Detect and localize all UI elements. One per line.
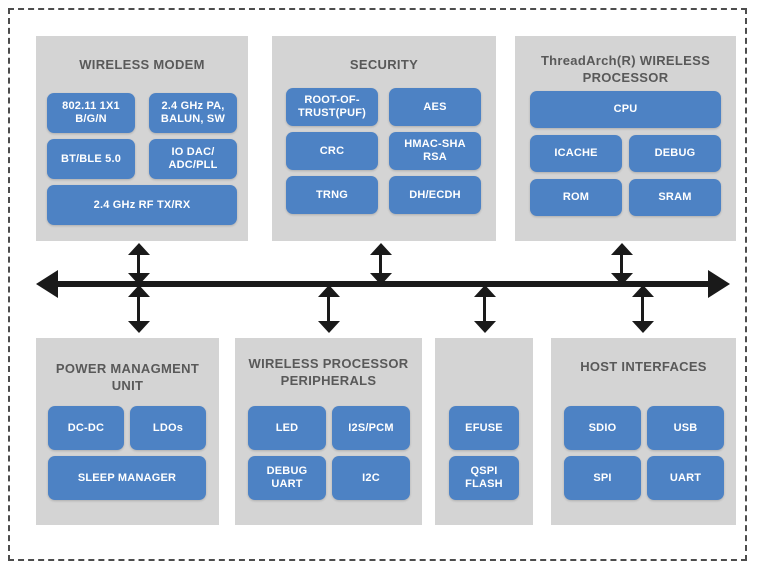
panel-title-wireless-processor-peripherals: WIRELESS PROCESSOR PERIPHERALS bbox=[248, 356, 409, 388]
connector-arrow-security bbox=[370, 243, 392, 285]
block-2-4ghz-pa-balun-sw[interactable]: 2.4 GHz PA, BALUN, SW bbox=[149, 93, 237, 133]
connector-arrow-power-management-unit bbox=[128, 285, 150, 333]
panel-security: SECURITY ROOT-OF-TRUST(PUF) AES CRC HMAC… bbox=[272, 36, 496, 241]
panel-title-wireless-processor: ThreadArch(R) WIRELESS PROCESSOR bbox=[540, 53, 711, 85]
connector-arrow-wireless-processor-peripherals bbox=[318, 285, 340, 333]
connector-arrow-wireless-modem bbox=[128, 243, 150, 285]
block-uart[interactable]: UART bbox=[647, 456, 724, 500]
block-dc-dc[interactable]: DC-DC bbox=[48, 406, 124, 450]
block-hmac-sha-rsa[interactable]: HMAC-SHA RSA bbox=[389, 132, 481, 170]
panel-title-security: SECURITY bbox=[349, 57, 419, 72]
block-cpu[interactable]: CPU bbox=[530, 91, 721, 128]
block-trng[interactable]: TRNG bbox=[286, 176, 378, 214]
connector-arrow-host-interfaces bbox=[632, 285, 654, 333]
panel-power-management-unit: POWER MANAGMENT UNIT DC-DC LDOs SLEEP MA… bbox=[36, 338, 219, 525]
block-icache[interactable]: ICACHE bbox=[530, 135, 622, 172]
panel-host-interfaces: HOST INTERFACES SDIO USB SPI UART bbox=[551, 338, 736, 525]
block-802-11-1x1-bgn[interactable]: 802.11 1X1 B/G/N bbox=[47, 93, 135, 133]
block-ldos[interactable]: LDOs bbox=[130, 406, 206, 450]
block-sleep-manager[interactable]: SLEEP MANAGER bbox=[48, 456, 206, 500]
block-aes[interactable]: AES bbox=[389, 88, 481, 126]
block-debug[interactable]: DEBUG bbox=[629, 135, 721, 172]
panel-wireless-processor: ThreadArch(R) WIRELESS PROCESSOR CPU ICA… bbox=[515, 36, 736, 241]
block-i2s-pcm[interactable]: I2S/PCM bbox=[332, 406, 410, 450]
system-bus-arrow-left bbox=[36, 270, 58, 298]
block-2-4ghz-rf-tx-rx[interactable]: 2.4 GHz RF TX/RX bbox=[47, 185, 237, 225]
system-bus-arrow-right bbox=[708, 270, 730, 298]
block-debug-uart[interactable]: DEBUG UART bbox=[248, 456, 326, 500]
panel-wireless-modem: WIRELESS MODEM 802.11 1X1 B/G/N 2.4 GHz … bbox=[36, 36, 248, 241]
block-efuse[interactable]: EFUSE bbox=[449, 406, 519, 450]
block-rom[interactable]: ROM bbox=[530, 179, 622, 216]
block-usb[interactable]: USB bbox=[647, 406, 724, 450]
panel-memory: EFUSE QSPI FLASH bbox=[435, 338, 533, 525]
block-dh-ecdh[interactable]: DH/ECDH bbox=[389, 176, 481, 214]
block-spi[interactable]: SPI bbox=[564, 456, 641, 500]
block-io-dac-adc-pll[interactable]: IO DAC/ ADC/PLL bbox=[149, 139, 237, 179]
block-led[interactable]: LED bbox=[248, 406, 326, 450]
connector-arrow-memory bbox=[474, 285, 496, 333]
panel-title-wireless-modem: WIRELESS MODEM bbox=[79, 57, 205, 72]
block-crc[interactable]: CRC bbox=[286, 132, 378, 170]
block-sdio[interactable]: SDIO bbox=[564, 406, 641, 450]
panel-wireless-processor-peripherals: WIRELESS PROCESSOR PERIPHERALS LED I2S/P… bbox=[235, 338, 422, 525]
block-qspi-flash[interactable]: QSPI FLASH bbox=[449, 456, 519, 500]
connector-arrow-wireless-processor bbox=[611, 243, 633, 285]
panel-title-host-interfaces: HOST INTERFACES bbox=[580, 359, 707, 374]
block-bt-ble-5-0[interactable]: BT/BLE 5.0 bbox=[47, 139, 135, 179]
block-sram[interactable]: SRAM bbox=[629, 179, 721, 216]
panel-title-power-management-unit: POWER MANAGMENT UNIT bbox=[55, 361, 200, 393]
block-root-of-trust-puf[interactable]: ROOT-OF-TRUST(PUF) bbox=[286, 88, 378, 126]
block-i2c[interactable]: I2C bbox=[332, 456, 410, 500]
